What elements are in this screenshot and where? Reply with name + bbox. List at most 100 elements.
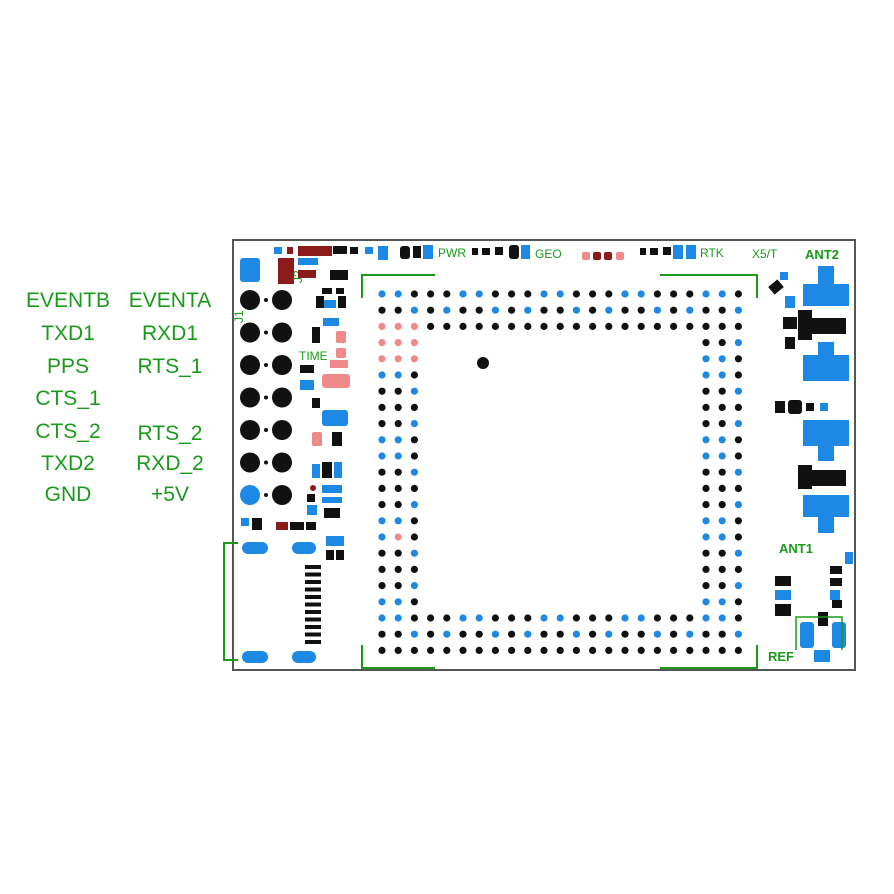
module-pad	[378, 646, 386, 655]
module-pad	[702, 598, 710, 606]
module-pad	[702, 322, 710, 330]
module-pad	[540, 630, 548, 638]
module-pad	[702, 420, 710, 428]
module-pad	[378, 306, 386, 314]
module-pad	[702, 306, 710, 314]
ref-label: REF	[768, 649, 794, 664]
module-pad	[410, 630, 418, 638]
ant2-label: ANT2	[805, 247, 839, 262]
module-pad	[589, 630, 597, 638]
header-pin-dot	[264, 330, 268, 335]
pin-label-txd2: TXD2	[41, 452, 95, 475]
module-pad	[718, 484, 726, 492]
module-pad	[702, 646, 710, 655]
module-pad	[524, 614, 532, 622]
module-pad	[702, 565, 710, 574]
module-pad	[459, 322, 467, 330]
module-pad	[621, 646, 629, 655]
module-outline	[361, 274, 758, 669]
module-pad	[427, 306, 435, 314]
module-pad	[508, 646, 516, 655]
module-pad	[718, 549, 726, 557]
module-pad	[637, 306, 645, 314]
module-pad	[427, 614, 435, 622]
module-pad	[427, 290, 435, 298]
module-pad	[605, 614, 613, 622]
module-pad	[718, 501, 726, 509]
module-pad	[734, 306, 743, 314]
module-pad	[378, 355, 386, 363]
usb-pin	[305, 610, 321, 614]
module-pad	[427, 322, 435, 330]
module-pad	[621, 322, 629, 330]
module-pad	[605, 306, 613, 314]
module-pad	[702, 501, 710, 509]
module-pad	[491, 630, 499, 638]
module-pad	[410, 387, 418, 395]
module-pad	[394, 630, 402, 638]
module-pad	[475, 630, 483, 638]
module-pad	[378, 501, 386, 509]
module-pad	[491, 322, 499, 330]
rtk-label: RTK	[700, 246, 724, 260]
module-pad	[718, 517, 726, 525]
module-pad	[394, 452, 402, 460]
module-pad	[508, 322, 516, 330]
header-pin	[272, 387, 292, 408]
module-pad	[670, 614, 678, 622]
module-pad	[459, 646, 467, 655]
module-pad	[718, 582, 726, 590]
module-pad	[556, 630, 564, 638]
module-pad	[718, 452, 726, 460]
module-pad	[394, 339, 402, 347]
module-pad	[410, 403, 418, 411]
module-pad	[459, 290, 467, 298]
module-pad	[637, 630, 645, 638]
module-pad	[394, 371, 402, 379]
module-pad	[556, 646, 564, 655]
module-pad	[653, 306, 662, 314]
module-pad	[670, 646, 678, 655]
module-pad	[572, 306, 581, 314]
module-pad	[734, 501, 743, 509]
module-pad	[572, 322, 581, 330]
pin-label-cts2: CTS_2	[35, 420, 100, 443]
usb-pin	[305, 565, 321, 569]
module-pad	[410, 452, 418, 460]
module-pad	[718, 355, 726, 363]
module-pad	[378, 614, 386, 622]
module-pad	[589, 614, 597, 622]
module-pad	[670, 290, 678, 298]
module-pad	[394, 614, 402, 622]
module-pad	[378, 484, 386, 492]
header-pin	[272, 485, 292, 505]
module-pad	[378, 339, 386, 347]
module-pad	[718, 371, 726, 379]
usb-pin	[305, 572, 321, 577]
module-pad	[702, 339, 710, 347]
module-pad	[443, 630, 451, 638]
module-pad	[394, 517, 402, 525]
module-pad	[718, 290, 726, 298]
module-pad	[378, 403, 386, 411]
module-pad	[443, 614, 451, 622]
module-pad	[475, 646, 483, 655]
module-pad	[410, 322, 418, 330]
header-pin	[240, 290, 260, 310]
module-pad	[718, 533, 726, 541]
usb-pin	[305, 640, 321, 644]
module-pad	[718, 420, 726, 428]
module-pad	[394, 484, 402, 492]
module-pad	[637, 290, 645, 298]
module-pad	[443, 306, 451, 314]
pin-label-eventb: EVENTB	[26, 289, 110, 312]
module-pad	[443, 290, 451, 298]
pin-label-gnd: GND	[45, 483, 92, 506]
pin-label-rts2: RTS_2	[138, 422, 203, 445]
module-pad	[491, 646, 499, 655]
pin-label-cts1: CTS_1	[35, 387, 100, 410]
module-pad	[556, 614, 564, 622]
module-pad	[394, 403, 402, 411]
module-pad	[621, 306, 629, 314]
